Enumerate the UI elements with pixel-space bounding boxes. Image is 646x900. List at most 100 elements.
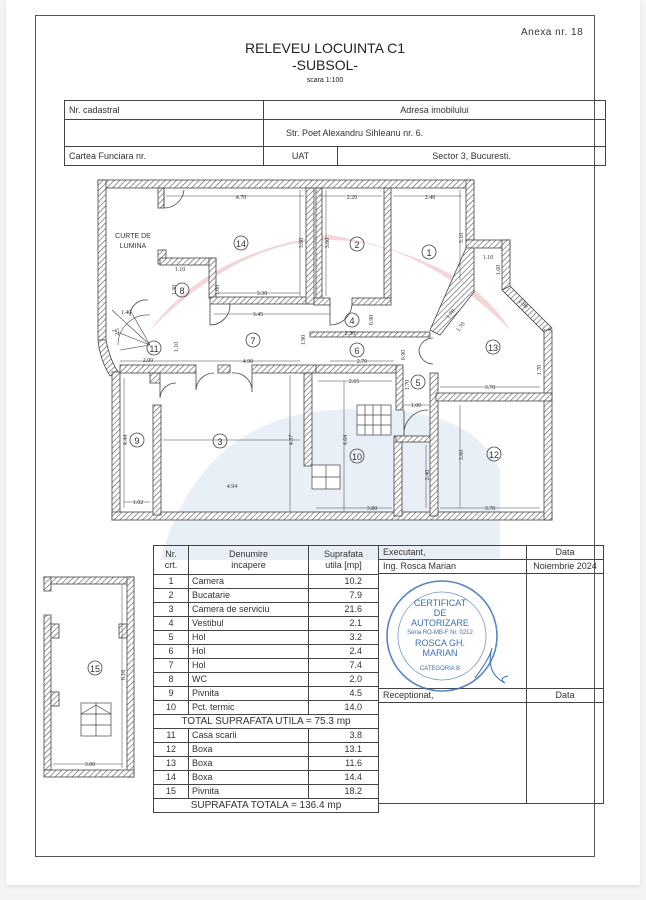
svg-text:2.70: 2.70 [357,359,368,365]
svg-text:4.37: 4.37 [289,435,295,446]
room-label-12: 12 [489,450,499,460]
document-frame [35,15,595,857]
executant-label: Executant, [378,545,527,560]
property-info-table: Nr. cadastral Adresa imobilului Str. Poe… [64,100,606,166]
room-label-6: 6 [354,346,359,356]
svg-text:3.70: 3.70 [485,385,496,391]
room-label-10: 10 [352,452,362,462]
received-date-blank [526,702,604,804]
authorization-stamp [386,580,509,692]
date-value: Noiembrie 2024 [526,559,604,574]
total-useful-row: TOTAL SUPRAFATA UTILA = 75.3 mp [153,714,379,729]
room-label-13: 13 [488,343,498,353]
svg-text:3.80: 3.80 [367,506,378,512]
executant-name: Ing. Rosca Marian [378,559,527,574]
svg-text:4.70: 4.70 [236,195,247,201]
annex-number: Anexa nr. 18 [521,27,584,38]
svg-text:1.00: 1.00 [411,403,422,409]
svg-text:2.40: 2.40 [425,195,436,201]
svg-text:LUMINA: LUMINA [120,243,147,250]
courtyard-label: CURTE DE LUMINA [115,233,151,250]
svg-text:1.70: 1.70 [537,365,543,376]
room-label-9: 9 [134,436,139,446]
svg-text:3.70: 3.70 [485,506,496,512]
svg-text:2.20: 2.20 [347,195,358,201]
room-label-14: 14 [236,239,246,249]
svg-text:3.30: 3.30 [257,291,268,297]
svg-text:1.70: 1.70 [456,321,467,333]
svg-text:2.5: 2.5 [115,328,121,336]
svg-text:6.16: 6.16 [121,670,127,681]
svg-text:3.00: 3.00 [85,762,96,768]
room-label-15: 15 [90,664,100,674]
svg-text:1.02: 1.02 [133,500,144,506]
dimension-labels-vertical: 3.60 3.60 3.10 4.37 4.44 4.64 2.40 3.60 … [115,233,543,681]
signature-icon [474,647,509,684]
received-blank [378,702,527,804]
svg-text:1.10: 1.10 [174,342,180,353]
date-blank [526,573,604,689]
spiral-stair-room-11 [111,309,151,351]
room-label-7: 7 [250,336,255,346]
room-label-11: 11 [149,344,158,354]
door-swings [129,189,434,437]
room-number-labels: 14 2 1 8 7 4 6 5 13 11 9 3 10 12 15 [90,239,499,674]
room-label-2: 2 [354,240,359,250]
dimension-lines [120,190,540,512]
room-number-markers [87,235,502,676]
svg-text:4.90: 4.90 [243,359,254,365]
document-title: RELEVEU LOCUINTA C1 [244,40,405,56]
svg-text:2.40: 2.40 [425,470,431,481]
room-label-3: 3 [217,437,222,447]
svg-text:1.40: 1.40 [121,310,132,316]
room-label-1: 1 [426,248,431,258]
total-area-row: SUPRAFATA TOTALA = 136.4 mp [153,798,379,813]
uat-value: Sector 3, Bucuresti. [337,146,606,166]
svg-text:CURTE DE: CURTE DE [115,233,151,240]
svg-text:2.00: 2.00 [143,358,154,364]
svg-text:3.10: 3.10 [459,233,465,244]
main-building-walls [97,179,553,521]
svg-text:0.90: 0.90 [369,315,375,326]
svg-text:2.65: 2.65 [349,379,360,385]
date-label: Data [526,545,604,560]
room-label-4: 4 [349,316,354,326]
stamp-text: CERTIFICAT DE AUTORIZARE Seria RO-MB-F N… [407,598,473,672]
room-label-5: 5 [415,378,420,388]
svg-text:4.94: 4.94 [227,484,238,490]
svg-text:1.10: 1.10 [175,267,186,273]
svg-text:1.60: 1.60 [496,265,502,276]
document-subtitle: -SUBSOL- [291,57,359,73]
stamp-area [378,573,527,689]
received-date-label: Data [526,688,604,703]
svg-text:3.60: 3.60 [459,450,465,461]
svg-text:1.10: 1.10 [483,255,494,261]
svg-text:2.30: 2.30 [345,331,356,337]
uat-label: UAT [263,146,338,166]
dimension-labels: 4.70 2.20 2.40 3.30 3.45 4.90 2.30 2.70 … [85,195,496,768]
svg-text:3.60: 3.60 [299,238,305,249]
scale-label: scara 1:100 [306,77,344,84]
executant-table: Executant, Data Ing. Rosca Marian Noiemb… [378,545,604,804]
svg-text:3.60: 3.60 [325,238,331,249]
svg-text:2.80: 2.80 [517,298,529,310]
cadastral-value [64,119,264,147]
annex-building-room-15 [43,576,135,778]
stair-room-10 [311,404,392,490]
header-nr: Nr.crt. [153,545,189,575]
